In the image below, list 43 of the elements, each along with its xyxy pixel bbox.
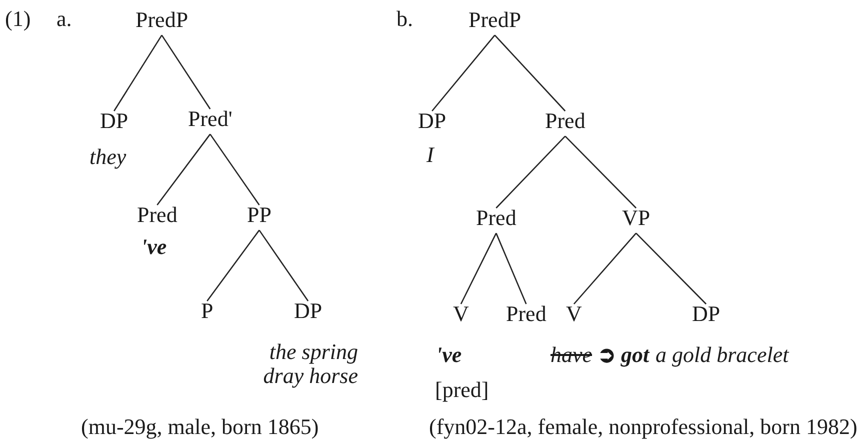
category-label: P	[201, 299, 214, 324]
category-label: VP	[622, 206, 650, 230]
tree-branch	[432, 34, 496, 112]
category-label: Pred	[476, 206, 516, 230]
category-label: Pred	[506, 302, 546, 326]
tree-branch	[494, 34, 566, 112]
word-label: have ➲ got	[550, 343, 650, 368]
category-label: Pred'	[188, 107, 232, 132]
category-label: Pred	[137, 203, 178, 228]
tree-branch	[161, 34, 211, 110]
category-label: PP	[247, 203, 272, 228]
word-label: they	[90, 145, 126, 170]
category-label: DP	[418, 109, 446, 134]
category-label: DP	[100, 109, 128, 134]
tree-branch	[636, 232, 707, 304]
tree-branch	[156, 134, 211, 206]
tree-branch	[573, 232, 637, 304]
tree-branch	[258, 230, 309, 302]
tree-branch	[496, 136, 566, 208]
source-caption: (mu-29g, male, born 1865)	[81, 415, 319, 440]
tree-branch	[564, 136, 637, 208]
subexample-letter: b.	[396, 7, 413, 32]
category-label: V	[566, 302, 582, 326]
category-label: Pred	[545, 109, 586, 134]
category-label: V	[453, 302, 469, 326]
source-caption: (fyn02-12a, female, nonprofessional, born 1982)	[429, 415, 858, 440]
category-label: DP	[692, 302, 720, 326]
word-label: a gold bracelet	[656, 343, 789, 368]
tree-branch	[206, 230, 260, 302]
word-label: 've	[436, 343, 462, 368]
tree-branch	[114, 34, 162, 112]
word-label: I	[426, 143, 434, 168]
example-number: (1)	[5, 7, 31, 32]
category-label: PredP	[136, 8, 188, 32]
word-label: [pred]	[435, 378, 489, 402]
category-label: DP	[294, 299, 322, 324]
tree-branch	[460, 232, 497, 304]
word-label: the spring dray horse	[262, 340, 358, 388]
category-label: PredP	[468, 8, 522, 32]
tree-branch	[496, 232, 527, 304]
word-label: 've	[141, 235, 167, 260]
tree-branch	[210, 134, 260, 206]
subexample-letter: a.	[56, 7, 72, 32]
